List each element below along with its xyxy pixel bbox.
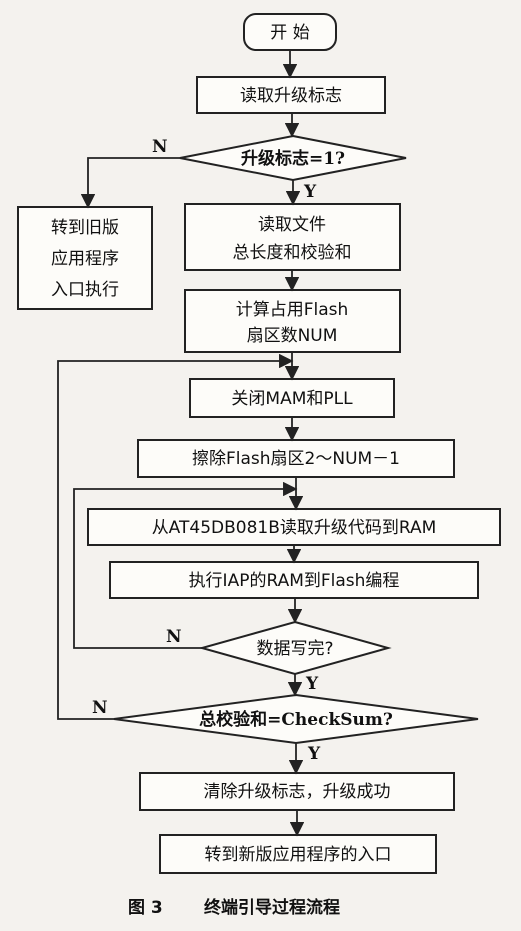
old-app-line-2: 应用程序 [51,249,119,269]
read-flag-box [196,76,386,114]
iap-label: 执行IAP的RAM到Flash编程 [189,571,400,591]
close-mam-label: 关闭MAM和PLL [231,389,353,409]
calc-sectors-line-2: 扇区数NUM [247,326,338,346]
data-done-yes-label: Y [305,674,319,694]
read-code-box [87,508,501,546]
data-done-label: 数据写完? [256,639,333,659]
connector-check-oldapp [80,157,180,209]
checksum-yes-label: Y [307,744,321,764]
erase-box [137,439,455,478]
read-file-box [184,203,401,271]
data-done-no-label: N [166,627,182,647]
check-flag-no-label: N [152,137,168,157]
close-mam-box [189,378,395,418]
calc-sectors-line-1: 计算占用Flash [236,300,349,320]
checksum-label: 总校验和=CheckSum? [199,709,393,730]
clear-flag-label: 清除升级标志，升级成功 [204,782,391,802]
connector-datadone-loop [73,481,298,649]
read-flag-label: 读取升级标志 [240,86,342,106]
iap-box [109,561,479,599]
start-label: 开 始 [270,23,309,43]
checksum-no-label: N [92,698,108,718]
new-app-label: 转到新版应用程序的入口 [205,845,392,865]
check-flag-yes-label: Y [303,182,317,202]
read-file-line-1: 读取文件 [258,215,326,235]
figure-title: 终端引导过程流程 [204,897,340,918]
old-app-line-3: 入口执行 [51,280,119,300]
read-file-line-2: 总长度和校验和 [233,243,352,263]
connector-checksum-loop [57,353,294,720]
old-app-line-1: 转到旧版 [51,218,119,238]
erase-label: 擦除Flash扇区2～NUM－1 [192,449,400,469]
new-app-box [159,834,437,874]
read-code-label: 从AT45DB081B读取升级代码到RAM [152,518,437,538]
check-flag-label: 升级标志=1? [241,148,345,169]
figure-number: 图 3 [128,898,163,918]
